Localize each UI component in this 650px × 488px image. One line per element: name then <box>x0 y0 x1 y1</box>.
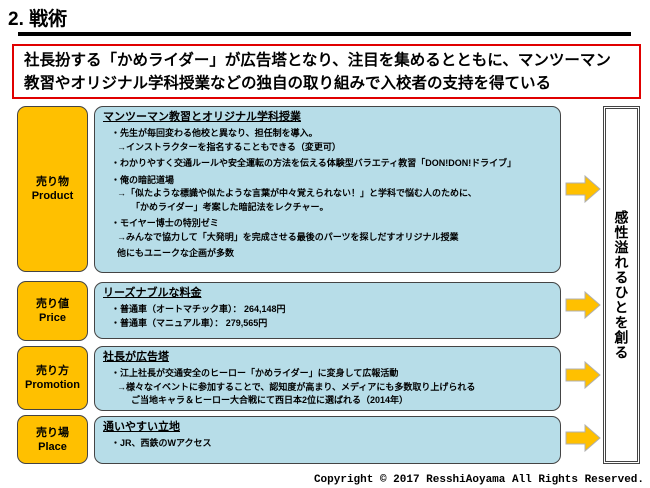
content-line: ・JR、西鉄のWアクセス <box>111 438 212 448</box>
content-line: ・普通車（オートマチック車）： 264,148円 <box>111 304 286 314</box>
label-promotion: 売り方 Promotion <box>17 346 88 410</box>
content-line: ・わかりやすく交通ルールや安全運転の方法を伝える体験型バラエティ教習「DON!D… <box>111 158 517 168</box>
content-line: ・俺の暗記道場 <box>111 174 175 185</box>
content-promotion: 社長が広告塔 ・江上社長が交通安全のヒーロー「かめライダー」に変身して広報活動 … <box>94 346 561 411</box>
label-jp: 売り場 <box>36 426 69 439</box>
label-jp: 売り方 <box>36 365 69 377</box>
content-line: ・江上社長が交通安全のヒーロー「かめライダー」に変身して広報活動 <box>111 368 399 378</box>
content-place: 通いやすい立地 ・JR、西鉄のWアクセス <box>94 416 561 464</box>
label-en: Product <box>31 190 74 202</box>
copyright: Copyright © 2017 ResshiAoyama All Rights… <box>313 474 644 486</box>
content-line: 「かめライダー」考案した暗記法をレクチャー。 <box>131 201 329 212</box>
summary-box: 社長扮する「かめライダー」が広告塔となり、注目を集めるとともに、マンツーマン 教… <box>12 44 641 99</box>
content-heading: マンツーマン教習とオリジナル学科授業 <box>103 111 301 123</box>
label-en: Promotion <box>25 379 80 391</box>
page-title: 2. 戦術 <box>8 9 68 30</box>
content-product: マンツーマン教習とオリジナル学科授業 ・先生が毎回変わる他校と異なり、担任制を導… <box>94 106 561 273</box>
content-price: リーズナブルな料金 ・普通車（オートマチック車）： 264,148円 ・普通車（… <box>94 282 561 339</box>
content-line: →みんなで協力して「大発明」を完成させる最後のパーツを探しだすオリジナル授業 <box>117 231 459 242</box>
content-line: →インストラクターを指名することもできる（変更可） <box>117 141 341 152</box>
content-line: ・モイヤー博士の特別ゼミ <box>111 218 219 228</box>
content-heading: リーズナブルな料金 <box>103 287 202 299</box>
label-jp: 売り物 <box>36 176 69 188</box>
arrow-right-icon <box>565 175 601 203</box>
label-price: 売り値 Price <box>17 281 88 341</box>
result-text: 感性溢れるひとを創る <box>613 210 630 360</box>
title-divider <box>18 32 631 36</box>
label-product: 売り物 Product <box>17 106 88 272</box>
content-line: 他にもユニークな企画が多数 <box>117 248 235 258</box>
content-line: ・先生が毎回変わる他校と異なり、担任制を導入。 <box>111 128 318 138</box>
result-box: 感性溢れるひとを創る <box>603 106 640 464</box>
label-jp: 売り値 <box>36 298 69 310</box>
label-en: Price <box>39 312 66 324</box>
label-en: Place <box>38 440 67 453</box>
label-place: 売り場 Place <box>17 415 88 464</box>
content-line: →様々なイベントに参加することで、認知度が高まり、メディアにも多数取り上げられる <box>117 381 476 392</box>
arrow-right-icon <box>565 361 601 389</box>
summary-line: 社長扮する「かめライダー」が広告塔となり、注目を集めるとともに、マンツーマン <box>24 52 611 69</box>
content-heading: 社長が広告塔 <box>103 351 169 363</box>
content-heading: 通いやすい立地 <box>103 421 180 433</box>
arrow-right-icon <box>565 424 601 452</box>
arrow-right-icon <box>565 291 601 319</box>
content-line: →「似たような標識や似たような言葉が中々覚えられない！」と学科で悩む人のために、 <box>117 188 477 198</box>
content-line: ご当地キャラ＆ヒーロー大合戦にて西日本2位に選ばれる（2014年） <box>131 395 409 405</box>
summary-line: 教習やオリジナル学科授業などの独自の取り組みで入校者の支持を得ている <box>24 75 552 92</box>
content-line: ・普通車（マニュアル車）： 279,565円 <box>111 317 268 328</box>
